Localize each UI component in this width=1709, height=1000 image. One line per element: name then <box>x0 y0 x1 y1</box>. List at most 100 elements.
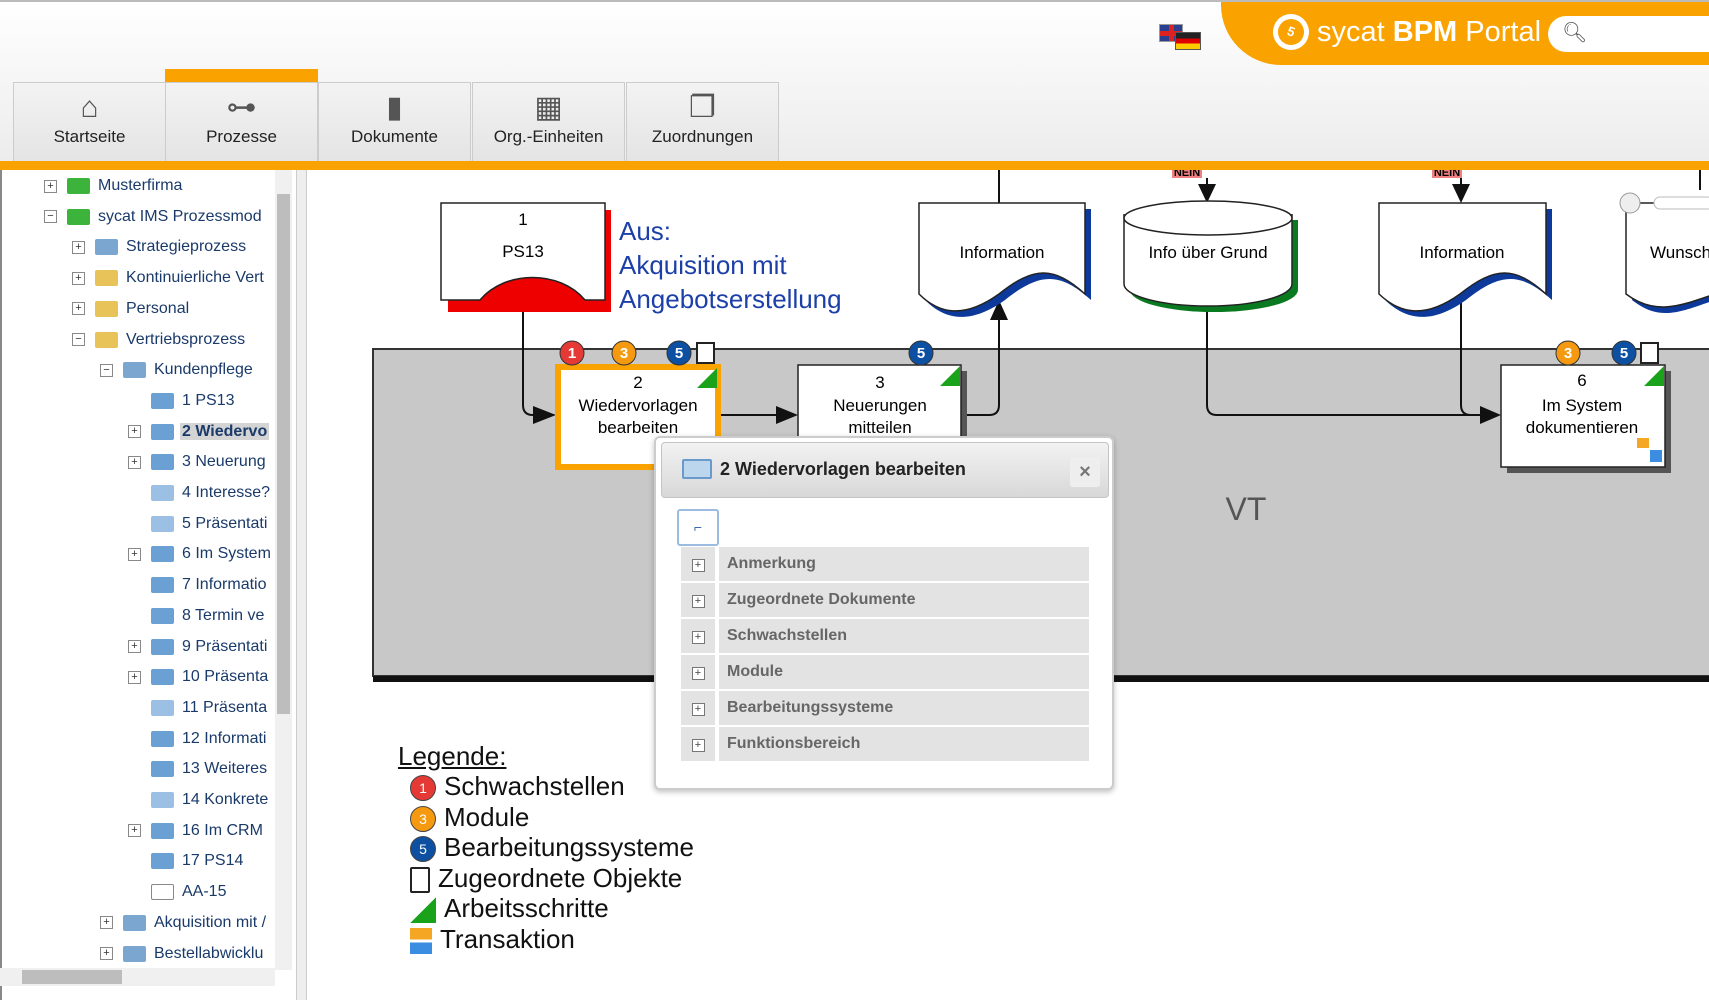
tree-item[interactable]: 11 Präsenta <box>151 695 269 721</box>
tree-item-label: 16 Im CRM <box>182 821 263 839</box>
scroll-thumb[interactable] <box>22 970 122 984</box>
accordion-row[interactable]: +Funktionsbereich <box>681 727 1089 761</box>
tree-item[interactable]: 7 Informatio <box>151 572 268 598</box>
accordion-row[interactable]: +Anmerkung <box>681 547 1089 581</box>
tab-startseite[interactable]: ⌂Startseite <box>13 82 166 161</box>
collapse-icon[interactable]: − <box>44 210 57 224</box>
accordion-row[interactable]: +Module <box>681 655 1089 689</box>
tab-zuordnungen[interactable]: ❐Zuordnungen <box>626 82 779 161</box>
data-store-cylinder[interactable]: Info über Grund <box>1123 200 1298 312</box>
expand-icon[interactable]: + <box>44 179 57 193</box>
accordion-row[interactable]: +Zugeordnete Dokumente <box>681 583 1089 617</box>
tree-item[interactable]: 4 Interesse? <box>151 480 272 506</box>
tree-item[interactable]: +2 Wiedervo <box>128 419 270 445</box>
expand-icon[interactable]: + <box>128 425 141 439</box>
tree-item-label: Strategieprozess <box>126 238 247 256</box>
info-document-1[interactable]: Information <box>918 202 1091 317</box>
origin-note: Aus: Akquisition mit Angebotserstellung <box>619 216 842 314</box>
system-badge <box>666 340 692 366</box>
info-document-2[interactable]: Information <box>1378 202 1552 317</box>
collapse-icon[interactable] <box>1619 192 1641 214</box>
expand-icon[interactable]: + <box>681 691 715 725</box>
process-icon: ⊶ <box>226 91 257 124</box>
expand-icon[interactable]: + <box>128 824 141 838</box>
svg-text:PS13: PS13 <box>502 242 544 261</box>
tree-item[interactable]: −sycat IMS Prozessmod <box>44 204 264 230</box>
tree-item[interactable]: +Akquisition mit / <box>100 910 268 936</box>
tree-item[interactable]: +Bestellabwicklu <box>100 941 265 967</box>
expand-icon[interactable]: + <box>100 916 113 930</box>
tree-item[interactable]: 17 PS14 <box>151 848 245 874</box>
ps13-subprocess[interactable]: 1 PS13 <box>440 202 611 312</box>
expand-icon[interactable]: + <box>128 547 141 561</box>
tree-item[interactable]: 8 Termin ve <box>151 603 266 629</box>
search-input[interactable]: 🔍︎ <box>1548 16 1709 52</box>
language-switch[interactable] <box>1159 24 1205 52</box>
expand-icon[interactable]: + <box>681 619 715 653</box>
tree-vertical-scrollbar[interactable] <box>275 170 292 970</box>
badges[interactable]: 1 3 5 5 3 5 <box>559 340 1659 366</box>
expand-icon[interactable]: + <box>681 583 715 617</box>
tree-item[interactable]: + Strategieprozess <box>72 234 248 260</box>
accordion-row[interactable]: +Schwachstellen <box>681 619 1089 653</box>
expand-icon[interactable]: + <box>681 727 715 761</box>
tree-item[interactable]: 14 Konkrete <box>151 787 270 813</box>
tree-item[interactable]: + Musterfirma <box>44 173 184 199</box>
transaktion-icon <box>1637 438 1649 448</box>
tree-item[interactable]: +3 Neuerung <box>128 449 268 475</box>
expand-icon[interactable]: + <box>100 947 113 960</box>
svg-text:5: 5 <box>1620 345 1628 362</box>
tree-item[interactable]: +6 Im System <box>128 541 273 567</box>
folder-icon <box>95 331 118 348</box>
accordion-row[interactable]: +Bearbeitungssysteme <box>681 691 1089 725</box>
tree-item[interactable]: −Kundenpflege <box>100 357 255 383</box>
svg-text:Information: Information <box>1419 243 1504 262</box>
tab-prozesse[interactable]: ⊶Prozesse <box>165 82 318 161</box>
expand-icon[interactable]: + <box>128 455 141 469</box>
close-button[interactable]: × <box>1070 457 1100 487</box>
accordion-label: Funktionsbereich <box>719 727 1089 761</box>
collapse-icon[interactable]: − <box>100 363 113 377</box>
task-icon <box>151 853 174 870</box>
tab-dokumente[interactable]: ▮Dokumente <box>318 82 471 161</box>
tree-item[interactable]: +Kontinuierliche Vert <box>72 265 266 291</box>
german-flag-icon[interactable] <box>1175 32 1201 50</box>
collapse-icon[interactable]: − <box>72 333 85 346</box>
sycat-logo-icon: 5 <box>1267 8 1315 56</box>
expand-icon[interactable]: + <box>128 640 141 653</box>
nein-label: NEIN <box>1434 170 1460 179</box>
tree-item[interactable]: +16 Im CRM <box>128 818 265 844</box>
tree-item[interactable]: +10 Präsenta <box>128 664 270 690</box>
tree-item[interactable]: AA-15 <box>151 879 228 905</box>
tree-item[interactable]: 12 Informati <box>151 726 268 752</box>
svg-text:3: 3 <box>1564 345 1572 362</box>
svg-text:Wiedervorlagen: Wiedervorlagen <box>578 396 697 415</box>
expand-icon[interactable]: + <box>72 302 85 316</box>
tab-org-einheiten[interactable]: ▦Org.-Einheiten <box>472 82 625 161</box>
step-6-box[interactable]: 6 Im System dokumentieren <box>1500 364 1671 473</box>
svg-text:dokumentieren: dokumentieren <box>1526 418 1638 437</box>
tree-item[interactable]: 13 Weiteres <box>151 756 269 782</box>
scroll-thumb[interactable] <box>277 194 290 714</box>
expand-icon[interactable]: + <box>681 547 715 581</box>
open-model-button[interactable]: ⌐ <box>677 509 719 546</box>
expand-icon[interactable]: + <box>128 670 141 684</box>
task-icon <box>151 392 174 409</box>
tree-item[interactable]: +9 Präsentati <box>128 634 269 660</box>
tree-item[interactable]: 1 PS13 <box>151 388 236 414</box>
wunsch-document[interactable]: Wunsch <box>1619 192 1709 313</box>
expand-icon[interactable]: + <box>72 240 85 254</box>
tree-item-label: 11 Präsenta <box>182 698 268 716</box>
tree-item[interactable]: 5 Präsentati <box>151 511 269 537</box>
tree-item[interactable]: −Vertriebsprozess <box>72 327 247 353</box>
tree-item[interactable]: +Personal <box>72 296 191 322</box>
panel-splitter[interactable] <box>296 170 307 1000</box>
expand-icon[interactable]: + <box>72 271 85 285</box>
tree-horizontal-scrollbar[interactable] <box>0 968 275 986</box>
zoom-slider[interactable] <box>1653 196 1709 210</box>
accordion-label: Bearbeitungssysteme <box>719 691 1089 725</box>
tree-item-label: Musterfirma <box>98 177 183 194</box>
lane-label: VT <box>1226 491 1267 527</box>
expand-icon[interactable]: + <box>681 655 715 689</box>
